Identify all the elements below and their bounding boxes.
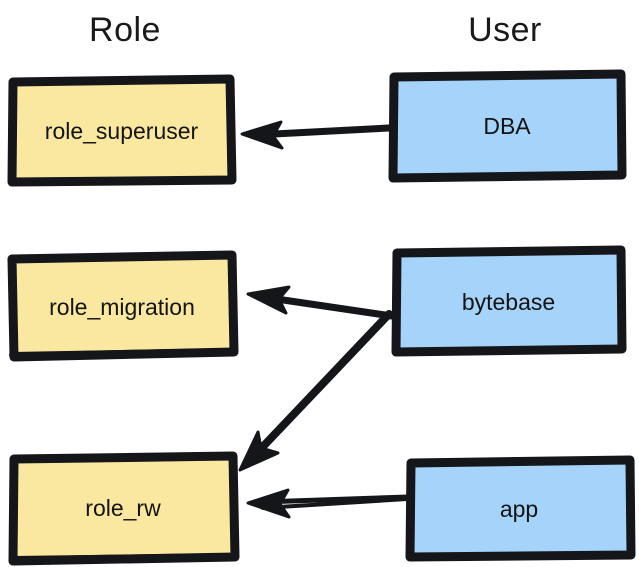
column-title-role: Role [89,11,161,49]
dba-box [388,69,627,183]
app-box [405,455,636,562]
app-box-sketch-top [409,458,632,467]
bytebase-box-sketch-top [395,248,623,257]
edge-line [250,310,393,460]
edge-arrowhead [246,285,291,315]
node-dba[interactable] [388,69,627,183]
dba-box-sketch-top [392,72,623,81]
app-box-sketch-bottom [407,551,634,559]
role-superuser-box-sketch-top [10,77,234,86]
edge-dba-to-role-superuser [240,120,393,150]
edge-app-to-role-rw [246,488,411,519]
role-migration-box-sketch-bottom [9,348,238,358]
edge-line [259,293,396,320]
edge-line [251,124,393,139]
role-superuser-box [7,74,237,187]
bytebase-box-sketch-bottom [393,345,626,354]
edge-arrowhead [238,430,280,472]
edge-line-secondary [261,497,409,510]
role-rw-box-sketch-top [12,454,236,463]
bytebase-box [391,245,627,357]
edge-bytebase-to-role-rw [238,310,393,472]
role-superuser-box-sketch-bottom [8,176,236,184]
edge-bytebase-to-role-migration [246,285,396,320]
node-role-rw[interactable] [8,451,240,566]
edge-arrowhead [246,488,291,519]
node-role-migration[interactable] [7,250,239,362]
role-rw-box-sketch-bottom [9,553,239,562]
role-migration-box-sketch-top [10,253,235,263]
role-migration-box [7,250,239,362]
node-role-superuser[interactable] [7,74,237,187]
node-app[interactable] [405,455,636,562]
edge-line [259,494,411,505]
node-bytebase[interactable] [391,245,627,357]
column-title-user: User [468,11,542,49]
role-rw-box [8,451,240,566]
edge-arrowhead [240,120,284,150]
dba-box-sketch-bottom [390,171,625,180]
